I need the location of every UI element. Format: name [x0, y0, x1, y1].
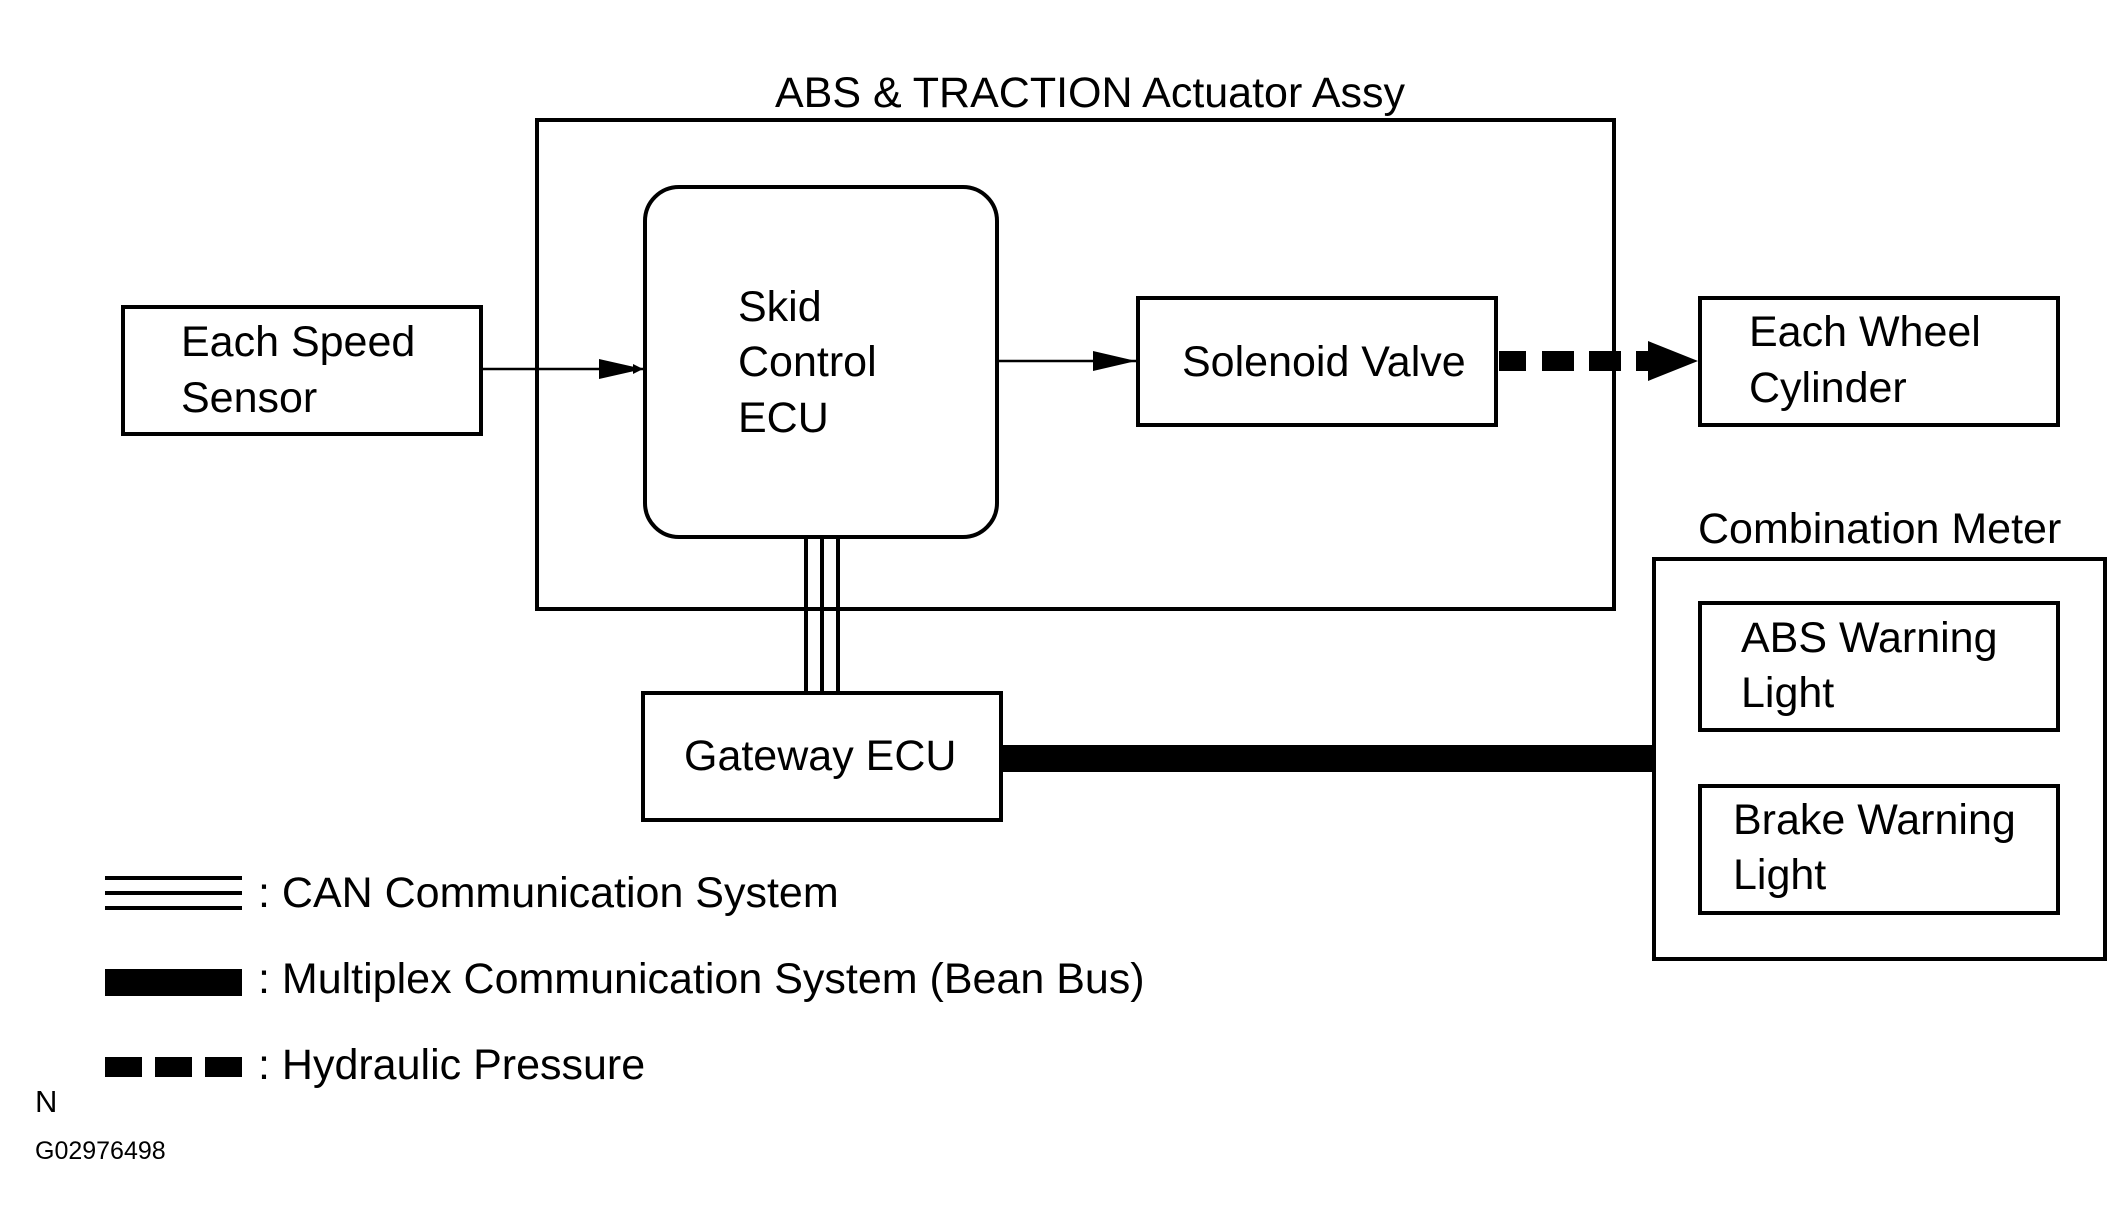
each-speed-sensor-label-line2: Sensor — [181, 374, 317, 422]
each-wheel-cylinder-node: Each Wheel Cylinder — [1698, 296, 2060, 427]
each-speed-sensor-label-line1: Each Speed — [181, 318, 415, 366]
hydraulic-dash — [1499, 351, 1526, 371]
abs-warning-light-box — [1698, 601, 2060, 732]
each-speed-sensor-box — [121, 305, 483, 436]
hydraulic-dash — [1589, 351, 1621, 371]
legend-can-symbol — [105, 876, 242, 910]
legend-hydraulic-symbol — [105, 1057, 242, 1077]
skid-control-ecu-node: Skid Control ECU — [643, 185, 999, 539]
gateway-ecu-label: Gateway ECU — [684, 732, 956, 780]
skid-control-ecu-label-line3: ECU — [738, 394, 829, 442]
ecu-to-solenoid-arrowhead — [1093, 351, 1136, 371]
hydraulic-dash — [1542, 351, 1574, 371]
footer-code: G02976498 — [35, 1137, 166, 1165]
combination-meter-box — [1652, 557, 2107, 961]
legend-hydraulic-label: : Hydraulic Pressure — [258, 1041, 645, 1089]
skid-control-ecu-box — [643, 185, 999, 539]
combination-meter-label: Combination Meter — [1698, 505, 2061, 553]
gateway-ecu-node: Gateway ECU — [641, 691, 1003, 822]
combination-meter-node: Combination Meter ABS Warning Light Brak… — [1652, 505, 2107, 961]
actuator-assy-title: ABS & TRACTION Actuator Assy — [775, 69, 1406, 117]
hydraulic-pressure-arrow — [1499, 341, 1698, 381]
abs-warning-light-label-line2: Light — [1741, 669, 1834, 717]
brake-warning-light-box — [1698, 784, 2060, 915]
skid-control-ecu-label-line1: Skid — [738, 283, 822, 331]
solenoid-valve-node: Solenoid Valve — [1136, 296, 1498, 427]
footer-n: N — [35, 1084, 57, 1119]
each-wheel-cylinder-label-line2: Cylinder — [1749, 364, 1907, 412]
solenoid-valve-box — [1136, 296, 1498, 427]
legend: : CAN Communication System : Multiplex C… — [105, 869, 1145, 1089]
each-wheel-cylinder-label-line1: Each Wheel — [1749, 308, 1981, 356]
hydraulic-dash — [1636, 351, 1650, 371]
each-speed-sensor-node: Each Speed Sensor — [121, 305, 483, 436]
legend-can-label: : CAN Communication System — [258, 869, 839, 917]
gateway-ecu-box — [641, 691, 1003, 822]
legend-multiplex-symbol — [105, 969, 242, 996]
abs-warning-light-label-line1: ABS Warning — [1741, 614, 1998, 662]
brake-warning-light-label-line2: Light — [1733, 851, 1826, 899]
sensor-to-ecu-arrowhead — [599, 359, 643, 379]
each-wheel-cylinder-box — [1698, 296, 2060, 427]
skid-control-ecu-label-line2: Control — [738, 338, 877, 386]
solenoid-valve-label: Solenoid Valve — [1182, 338, 1466, 386]
bean-bus-connection — [1003, 745, 1654, 772]
legend-multiplex-label: : Multiplex Communication System (Bean B… — [258, 955, 1145, 1003]
hydraulic-arrowhead — [1648, 341, 1698, 381]
can-bus-connection — [804, 539, 840, 691]
brake-warning-light-label-line1: Brake Warning — [1733, 796, 2016, 844]
